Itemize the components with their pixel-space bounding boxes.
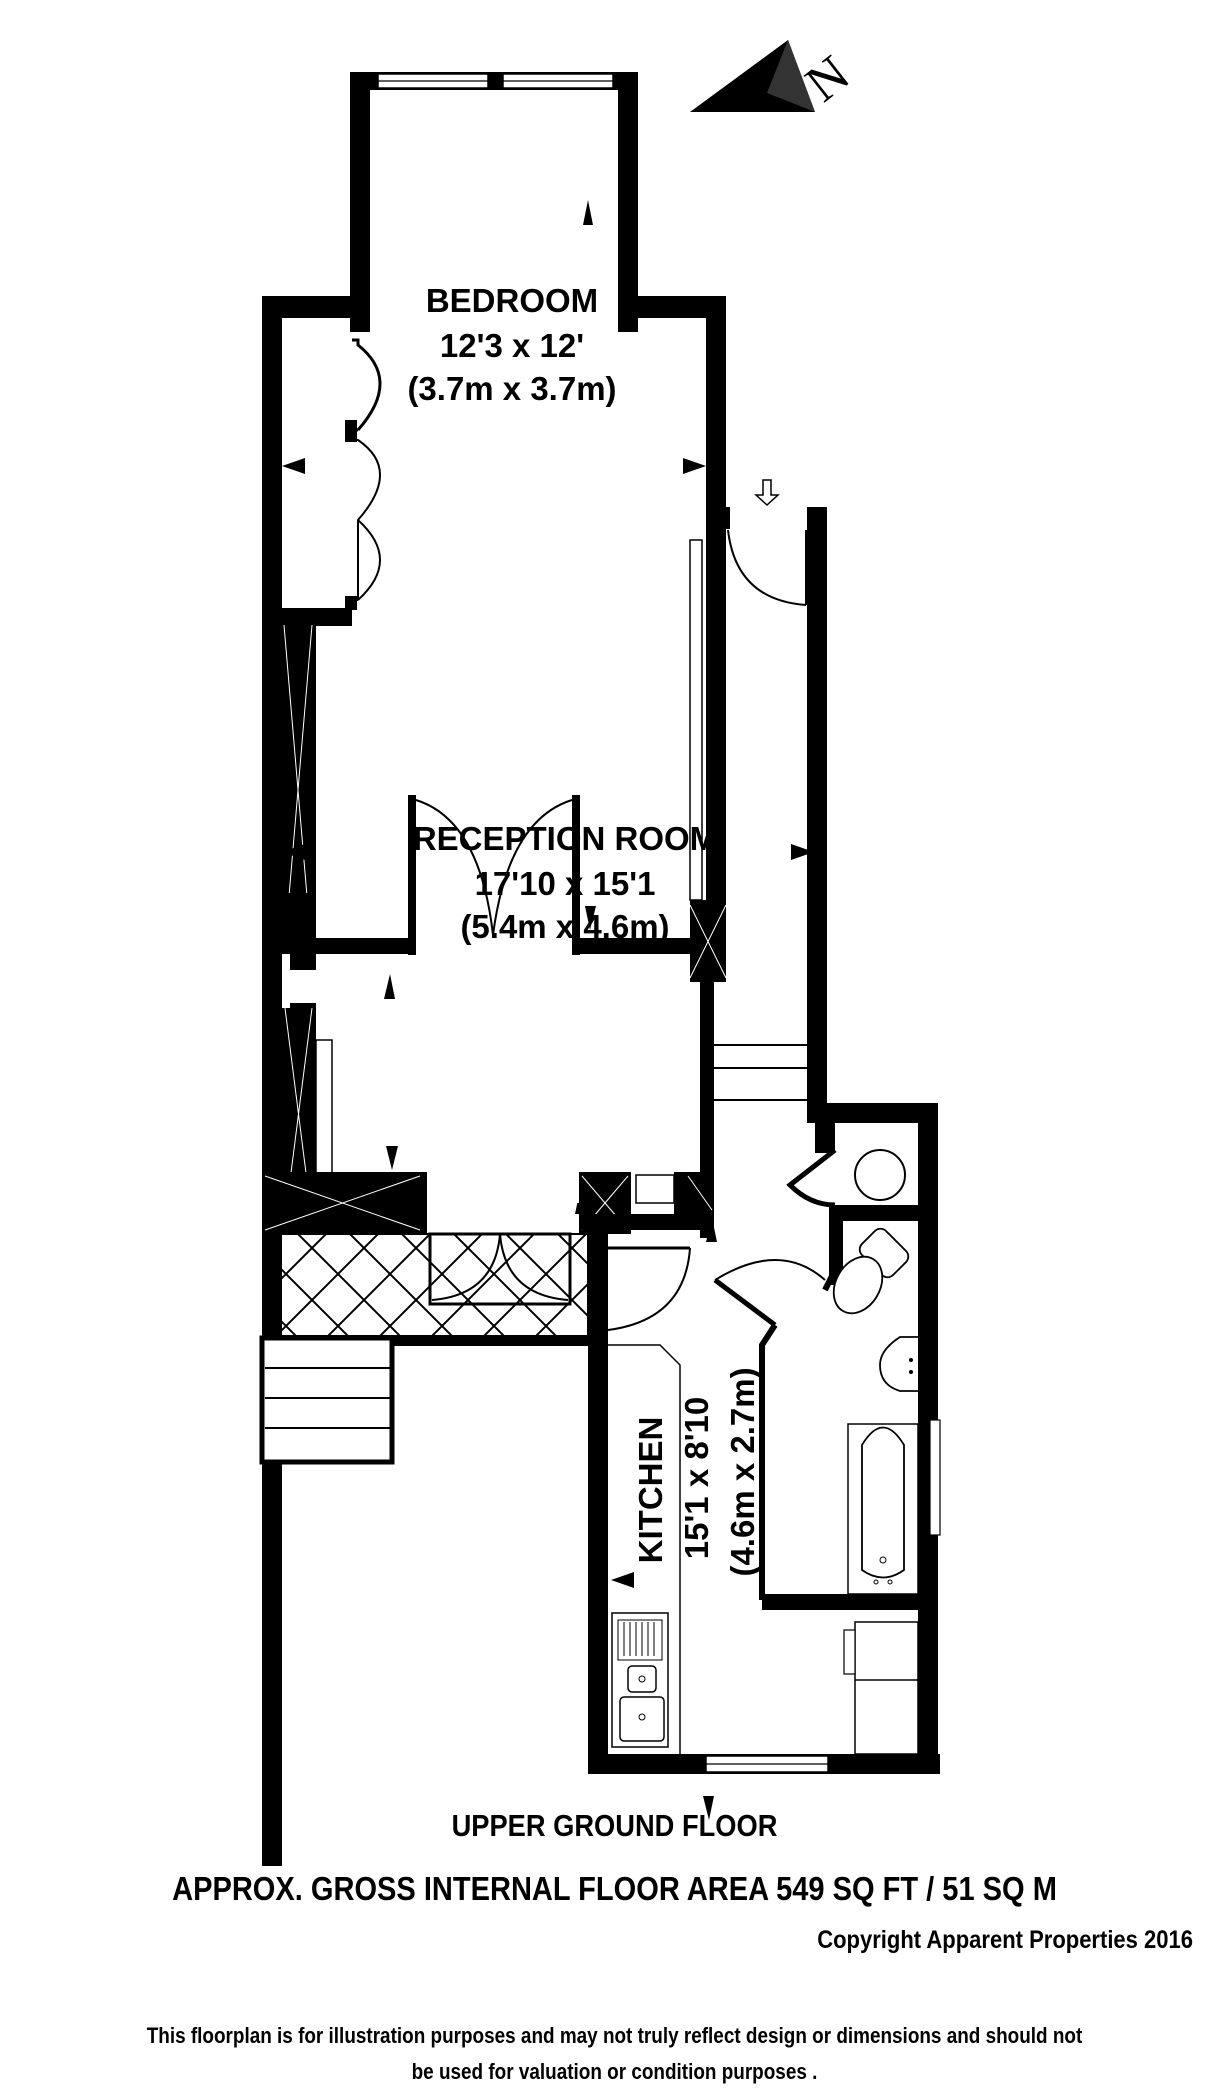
reception-walls — [262, 539, 820, 1238]
room-name: KITCHEN — [632, 1417, 669, 1564]
disclaimer-line-1: This floorplan is for illustration purpo… — [146, 2023, 1083, 2048]
bathroom-walls — [713, 1103, 941, 1610]
room-imperial: 17'10 x 15'1 — [475, 865, 656, 902]
bedroom-walls — [262, 72, 726, 1866]
disclaimer-line-2: be used for valuation or condition purpo… — [411, 2059, 818, 2084]
room-imperial: 12'3 x 12' — [440, 327, 584, 364]
room-name: RECEPTION ROOM — [413, 820, 717, 857]
north-compass-icon: N — [690, 40, 860, 113]
toilet-icon — [832, 1227, 910, 1315]
disclaimer: This floorplan is for illustration purpo… — [86, 2018, 1143, 2090]
entrance-arrow-icon — [754, 479, 780, 507]
basin-icon — [879, 1336, 918, 1392]
room-name: BEDROOM — [426, 282, 598, 319]
room-metric: (3.7m x 3.7m) — [407, 370, 616, 407]
room-metric: (4.6m x 2.7m) — [724, 1367, 761, 1576]
floor-name: UPPER GROUND FLOOR — [451, 1808, 778, 1843]
room-metric: (5.4m x 4.6m) — [460, 908, 669, 945]
room-imperial: 15'1 x 8'10 — [678, 1397, 715, 1560]
floor-area: APPROX. GROSS INTERNAL FLOOR AREA 549 SQ… — [172, 1870, 1057, 1907]
bedroom-label: BEDROOM 12'3 x 12' (3.7m x 3.7m) — [407, 282, 616, 407]
bathtub-icon — [847, 1423, 919, 1595]
kitchen-walls — [588, 1103, 940, 1774]
copyright: Copyright Apparent Properties 2016 — [817, 1926, 1193, 1954]
external-stairs — [259, 1335, 395, 1465]
terrace — [262, 1232, 592, 1346]
reception-label: RECEPTION ROOM 17'10 x 15'1 (5.4m x 4.6m… — [413, 820, 717, 945]
kitchen-label: KITCHEN 15'1 x 8'10 (4.6m x 2.7m) — [632, 1367, 761, 1576]
entrance-door — [722, 479, 827, 1119]
